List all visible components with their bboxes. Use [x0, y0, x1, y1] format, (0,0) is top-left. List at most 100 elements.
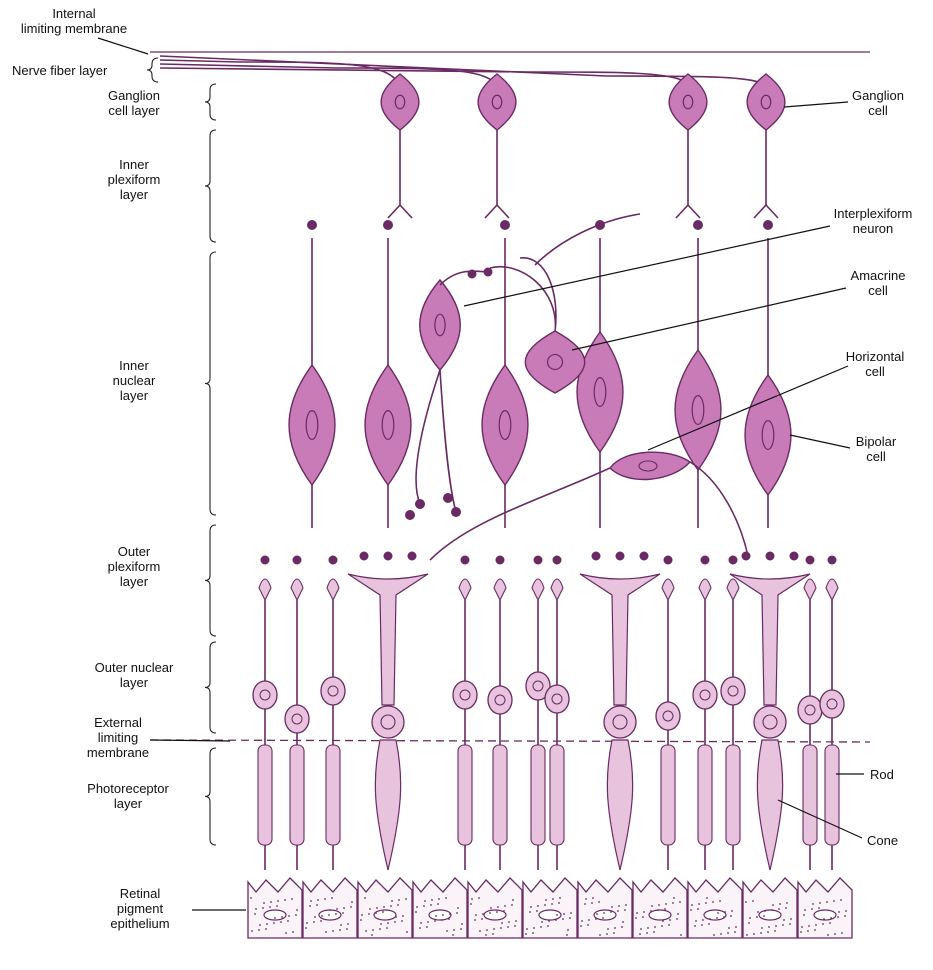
pigment-granule [790, 918, 792, 920]
pigment-granule [640, 928, 642, 930]
pigment-granule [320, 920, 322, 922]
pigment-granule [679, 901, 681, 903]
pigment-granule [639, 933, 641, 935]
pigment-granule [397, 904, 399, 906]
pigment-granule [701, 924, 703, 926]
rpe-cell [468, 878, 522, 938]
label-cone: Cone [867, 833, 898, 848]
pigment-granule [292, 931, 294, 933]
pigment-granule [833, 900, 835, 902]
pigment-granule [347, 923, 349, 925]
rpe-cell [358, 878, 412, 938]
pigment-granule [716, 917, 718, 919]
pigment-granule [635, 917, 637, 919]
rpe-cell [523, 878, 577, 938]
pigment-granule [346, 928, 348, 930]
pigment-granule [382, 911, 384, 913]
rod-nucleus [253, 681, 277, 709]
pigment-granule [818, 907, 820, 909]
pigment-granule [514, 925, 516, 927]
nerve-fiber [160, 68, 690, 86]
pigment-granule [658, 904, 660, 906]
pigment-granule [490, 907, 492, 909]
rod-outer-segment [825, 745, 839, 845]
pigment-granule [265, 928, 267, 930]
pigment-granule [259, 924, 261, 926]
pigment-granule [310, 900, 312, 902]
rod-spherule [494, 579, 506, 600]
pigment-granule [731, 910, 733, 912]
pigment-granule [508, 921, 510, 923]
pigment-granule [486, 929, 488, 931]
synaptic-terminal [415, 499, 425, 509]
pigment-granule [662, 920, 664, 922]
pigment-granule [501, 922, 503, 924]
pigment-granule [827, 934, 829, 936]
pigment-granule [694, 925, 696, 927]
pigment-granule [782, 924, 784, 926]
synaptic-terminal [693, 220, 703, 230]
rod-nucleus [488, 686, 512, 714]
synaptic-terminal [443, 493, 453, 503]
synaptic-terminal [806, 556, 815, 565]
pigment-granule [595, 918, 597, 920]
pigment-granule [673, 897, 675, 899]
pigment-granule [713, 934, 715, 936]
pigment-granule [434, 920, 436, 922]
brace-outer-nuclear-layer [205, 642, 216, 733]
pigment-granule [273, 922, 275, 924]
brace-outer-plexiform-layer [205, 525, 216, 636]
rod-nucleus [820, 690, 844, 718]
pigment-granule [567, 929, 569, 931]
pigment-granule [706, 897, 708, 899]
rpe-cell [578, 878, 632, 938]
rod-nucleus [321, 677, 345, 705]
pigment-granule [395, 916, 397, 918]
brace-photoreceptor-layer [205, 748, 216, 845]
pigment-granule [785, 907, 787, 909]
pigment-granule [291, 898, 293, 900]
pigment-granule [819, 902, 821, 904]
photoreceptors [253, 552, 844, 871]
pigment-granule [317, 899, 319, 901]
pigment-granule [448, 918, 450, 920]
pigment-granule [610, 911, 612, 913]
pigment-granule [416, 906, 418, 908]
pigment-granule [800, 931, 802, 933]
pigment-granule [270, 901, 272, 903]
rod-outer-segment [698, 745, 712, 845]
pigment-granule [566, 934, 568, 936]
rod-nucleus [453, 681, 477, 709]
label-inner-nuclear-layer: Innernuclearlayer [113, 358, 156, 403]
dendrite-branch [754, 205, 778, 218]
pigment-granule [771, 909, 773, 911]
label-ganglion-cell-layer: Ganglioncell layer [108, 88, 160, 118]
synaptic-terminal [701, 556, 710, 565]
interplexiform-neuron [420, 280, 461, 370]
pigment-granule [479, 930, 481, 932]
pigment-granule [734, 931, 736, 933]
pigment-granule [369, 908, 371, 910]
pigment-granule [559, 897, 561, 899]
pigment-granule [360, 919, 362, 921]
pigment-granule [426, 926, 428, 928]
pigment-granule [585, 898, 587, 900]
bipolar-cell [675, 350, 721, 470]
rod-nucleus [798, 696, 822, 724]
cone-outer-segment [757, 740, 782, 870]
rod-nucleus [721, 677, 745, 705]
pigment-granule [786, 902, 788, 904]
pigment-granule [724, 911, 726, 913]
pigment-granule [430, 904, 432, 906]
pigment-granule [624, 909, 626, 911]
pigment-granule [383, 906, 385, 908]
pigment-granule [823, 918, 825, 920]
pigment-granule [695, 920, 697, 922]
pigment-granule [489, 912, 491, 914]
pigment-granule [390, 905, 392, 907]
pigment-granule [556, 914, 558, 916]
pigment-granule [598, 901, 600, 903]
pigment-granule [826, 901, 828, 903]
